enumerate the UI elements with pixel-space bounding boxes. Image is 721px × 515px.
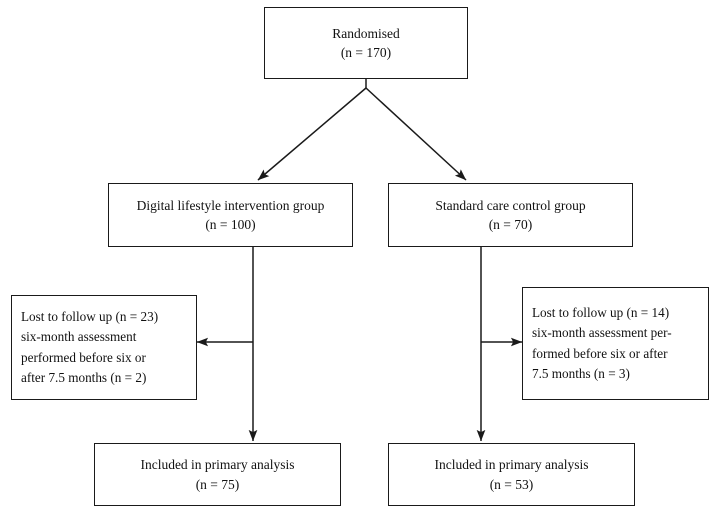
node-intervention-primary-analysis: Included in primary analysis (n = 75) — [94, 443, 341, 506]
node-intervention-lost-to-follow-up: Lost to follow up (n = 23) six-month ass… — [11, 295, 197, 400]
node-control-analysis-line1: Included in primary analysis — [434, 457, 589, 473]
node-randomised-line2: (n = 170) — [340, 45, 392, 60]
node-control-lost-line2: six-month assessment per- — [532, 325, 672, 341]
node-intervention-lost-line2: six-month assessment — [21, 329, 137, 345]
node-control-lost-line1: Lost to follow up (n = 14) — [532, 305, 670, 321]
node-intervention-group-line2: (n = 100) — [205, 217, 256, 232]
node-randomised: Randomised (n = 170) — [264, 7, 468, 79]
node-control-lost-to-follow-up: Lost to follow up (n = 14) six-month ass… — [522, 287, 709, 400]
node-intervention-analysis-line2: (n = 75) — [195, 476, 240, 492]
connector-randomised-to-control — [365, 87, 467, 181]
node-control-primary-analysis: Included in primary analysis (n = 53) — [388, 443, 635, 506]
connector-randomised-to-intervention — [257, 87, 367, 181]
node-control-group-line2: (n = 70) — [488, 217, 533, 232]
node-control-group-line1: Standard care control group — [435, 197, 586, 213]
node-intervention-analysis-line1: Included in primary analysis — [140, 457, 295, 473]
node-intervention-lost-line4: after 7.5 months (n = 2) — [21, 369, 147, 385]
node-randomised-line1: Randomised — [332, 25, 400, 41]
node-intervention-group-line1: Digital lifestyle intervention group — [136, 197, 325, 213]
node-control-lost-line3: formed before six or after — [532, 345, 668, 361]
node-control-lost-line4: 7.5 months (n = 3) — [532, 365, 630, 381]
node-intervention-lost-line1: Lost to follow up (n = 23) — [21, 309, 159, 325]
node-intervention-lost-line3: performed before six or — [21, 349, 146, 365]
node-control-analysis-line2: (n = 53) — [489, 476, 534, 492]
node-control-group: Standard care control group (n = 70) — [388, 183, 633, 247]
node-intervention-group: Digital lifestyle intervention group (n … — [108, 183, 353, 247]
